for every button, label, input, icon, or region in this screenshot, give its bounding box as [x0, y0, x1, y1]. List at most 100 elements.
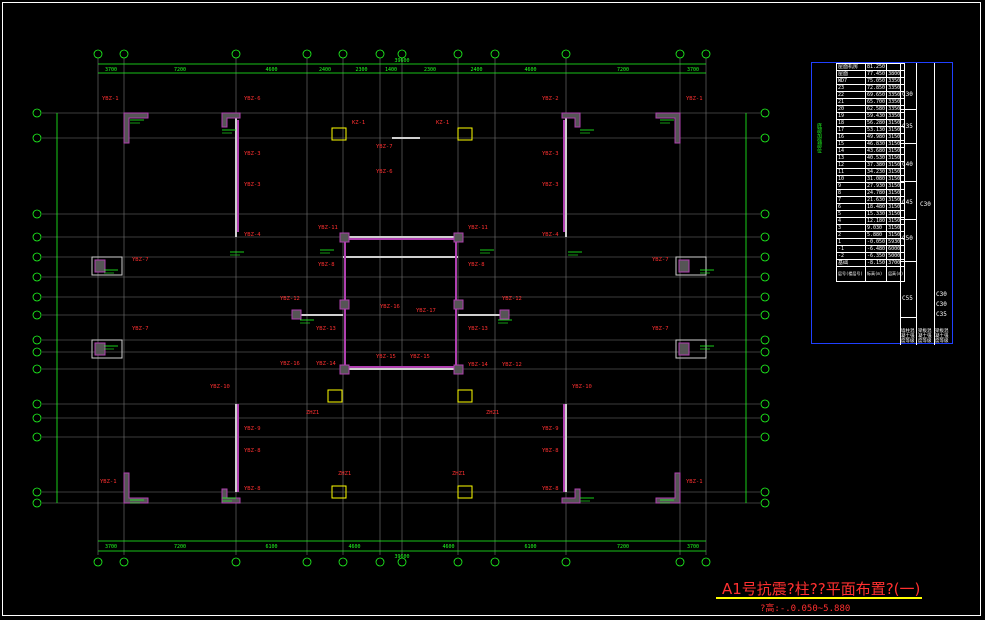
concrete-grade: C30 — [936, 291, 947, 298]
axis-bubble-top — [93, 49, 103, 59]
column-label: YBZ-7 — [376, 144, 393, 150]
column-label: YBZ-12 — [502, 296, 522, 302]
floor-cell: 13 — [836, 154, 866, 162]
axis-bubble-left — [32, 108, 42, 118]
floor-cell: 49.980 — [864, 133, 888, 141]
column-label: ZHZ1 — [338, 471, 351, 477]
floor-cell: 基础 — [836, 259, 866, 267]
axis-bubble-bottom — [453, 557, 463, 567]
side-column — [91, 256, 123, 276]
axis-bubble-top — [338, 49, 348, 59]
axis-bubble-top — [231, 49, 241, 59]
core-column — [453, 299, 464, 310]
floor-cell: 3150 — [886, 147, 906, 155]
top-dimension-label: 2400 — [470, 67, 482, 73]
grade-divider — [900, 219, 916, 220]
axis-bubble-left — [32, 335, 42, 345]
floor-cell: 12.180 — [864, 217, 888, 225]
floor-footer-cell: 层高(m) — [886, 266, 906, 282]
axis-bubble-bottom — [338, 557, 348, 567]
column-label: YBZ-8 — [244, 448, 261, 454]
floor-cell: 3150 — [886, 189, 906, 197]
column-label: KZ-1 — [436, 120, 449, 126]
top-dimension-label: 3700 — [687, 67, 699, 73]
column-label: YBZ-8 — [542, 448, 559, 454]
column-label: YBZ-13 — [468, 326, 488, 332]
floor-cell: 3350 — [886, 98, 906, 106]
floor-cell: 31.080 — [864, 175, 888, 183]
axis-bubble-top — [561, 49, 571, 59]
column-label: ZHZ1 — [452, 471, 465, 477]
floor-cell: 20 — [836, 105, 866, 113]
axis-bubble-left — [32, 272, 42, 282]
axis-bubble-top — [490, 49, 500, 59]
axis-bubble-bottom — [119, 557, 129, 567]
grade-footer: 梁板混凝土强度等级 — [918, 329, 932, 344]
axis-bubble-right — [760, 108, 770, 118]
floor-cell: 43.680 — [864, 147, 888, 155]
concrete-grade: C35 — [936, 311, 947, 318]
column-label: YBZ-3 — [542, 151, 559, 157]
column-label: YBZ-10 — [210, 384, 230, 390]
floor-cell: 62.580 — [864, 105, 888, 113]
table-divider — [916, 63, 917, 345]
floor-cell: 16 — [836, 133, 866, 141]
axis-bubble-right — [760, 335, 770, 345]
core-column — [291, 309, 302, 320]
column-label: YBZ-8 — [244, 486, 261, 492]
axis-bubble-bottom — [675, 557, 685, 567]
concrete-grade: C35 — [902, 123, 913, 130]
column-label: YBZ-14 — [316, 361, 337, 367]
axis-bubble-bottom — [490, 557, 500, 567]
column-label: YBZ-9 — [244, 426, 261, 432]
axis-bubble-left — [32, 232, 42, 242]
floor-cell: 5000 — [886, 252, 906, 260]
axis-bubble-left — [32, 498, 42, 508]
floor-cell: WD7 — [836, 77, 866, 85]
floor-cell: 8 — [836, 189, 866, 197]
axis-bubble-right — [760, 347, 770, 357]
frame-column — [457, 485, 473, 499]
axis-bubble-bottom — [375, 557, 385, 567]
floor-cell: 14 — [836, 147, 866, 155]
floor-cell: 9.030 — [864, 224, 888, 232]
column-label: YBZ-1 — [686, 96, 703, 102]
frame-column — [331, 127, 347, 141]
floor-cell: 34.230 — [864, 168, 888, 176]
side-column-core — [94, 342, 106, 356]
axis-bubble-right — [760, 310, 770, 320]
axis-bubble-bottom — [231, 557, 241, 567]
top-dimension-label: 1400 — [385, 67, 397, 73]
floor-cell: 24.780 — [864, 189, 888, 197]
column-label: YBZ-7 — [132, 326, 149, 332]
column-label: YBZ-3 — [244, 151, 261, 157]
bottom-dimension-label: 3700 — [687, 544, 699, 550]
floor-cell: -0.050 — [864, 238, 888, 246]
concrete-grade: C45 — [902, 199, 913, 206]
column-label: YBZ-12 — [280, 296, 300, 302]
axis-bubble-top — [119, 49, 129, 59]
floor-cell: 屋面 — [836, 70, 866, 78]
axis-bubble-right — [760, 487, 770, 497]
axis-bubble-left — [32, 209, 42, 219]
floor-cell: 3350 — [886, 77, 906, 85]
l-column — [123, 112, 149, 144]
core-column — [499, 309, 510, 320]
axis-bubble-top — [701, 49, 711, 59]
floor-cell: 69.650 — [864, 91, 888, 99]
concrete-grade: C55 — [902, 295, 913, 302]
floor-cell: 3150 — [886, 210, 906, 218]
axis-bubble-right — [760, 292, 770, 302]
